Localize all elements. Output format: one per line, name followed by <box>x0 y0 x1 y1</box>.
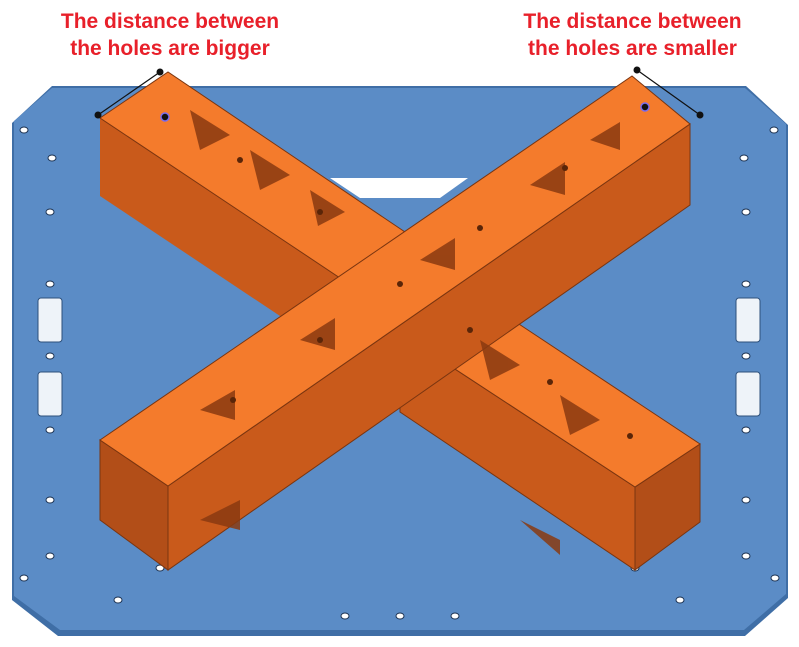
cutout <box>200 390 235 420</box>
cutout <box>310 190 345 226</box>
beam-hole <box>547 379 553 385</box>
cutout <box>520 520 560 555</box>
leader-line-right <box>636 69 701 116</box>
plate-hole <box>19 574 29 582</box>
plate-slot <box>735 371 761 417</box>
selected-hole <box>160 112 170 122</box>
beam-side-face <box>100 118 340 356</box>
cutout <box>590 122 620 150</box>
annotation-left-line2: the holes are bigger <box>70 37 270 60</box>
plate-slot <box>735 297 761 343</box>
leader-line-left <box>97 71 161 116</box>
plate-hole <box>47 154 57 162</box>
plate-hole <box>741 496 751 504</box>
plate-hole <box>45 280 55 288</box>
plate-hole <box>450 612 460 620</box>
cutout <box>530 162 565 195</box>
plate-slot <box>37 371 63 417</box>
beam-hole <box>317 337 323 343</box>
cutout <box>190 110 230 150</box>
plate-hole <box>45 426 55 434</box>
annotation-dots <box>94 66 704 122</box>
plate-hole <box>675 596 685 604</box>
plate-hole <box>45 352 55 360</box>
annotation-left-line1: The distance between <box>60 10 280 33</box>
plate-hole <box>340 612 350 620</box>
leader-dot <box>94 111 102 119</box>
beam-holes <box>230 157 633 439</box>
plate-hole <box>395 612 405 620</box>
beam-hole <box>317 209 323 215</box>
plate-hole <box>741 208 751 216</box>
annotation-right-line1: The distance between <box>523 10 742 33</box>
cutout <box>420 238 455 270</box>
plate-hole <box>45 208 55 216</box>
plate-hole <box>113 596 123 604</box>
plate-hole <box>769 126 779 134</box>
beam-hole <box>397 281 403 287</box>
plate-hole <box>45 496 55 504</box>
annotation-right: The distance between the holes are small… <box>480 8 785 62</box>
leader-dot <box>633 66 641 74</box>
plate-hole <box>739 154 749 162</box>
plate-hole <box>155 564 165 572</box>
beam-hole <box>237 157 243 163</box>
beam-hole <box>477 225 483 231</box>
beam-hole <box>467 327 473 333</box>
plate-hole <box>770 574 780 582</box>
selected-hole <box>640 102 650 112</box>
plate-hole <box>741 280 751 288</box>
annotation-leaders <box>97 69 701 116</box>
beam-hole <box>230 397 236 403</box>
plate-hole <box>741 426 751 434</box>
beam-hole <box>627 433 633 439</box>
leader-dot <box>156 68 164 76</box>
plate-hole <box>19 126 29 134</box>
cutout <box>300 318 335 350</box>
cutout <box>560 395 600 435</box>
plate-hole <box>45 552 55 560</box>
beam-hole <box>562 165 568 171</box>
plate-hole <box>741 552 751 560</box>
annotation-left: The distance between the holes are bigge… <box>20 8 320 62</box>
plate-opening <box>330 178 468 198</box>
cutout <box>250 150 290 190</box>
plate-slot <box>37 297 63 343</box>
cutout <box>480 340 520 380</box>
truss-cutouts <box>190 110 620 555</box>
cutout <box>200 500 240 530</box>
leader-dot <box>696 111 704 119</box>
annotation-right-line2: the holes are smaller <box>528 37 737 60</box>
plate-hole <box>741 352 751 360</box>
